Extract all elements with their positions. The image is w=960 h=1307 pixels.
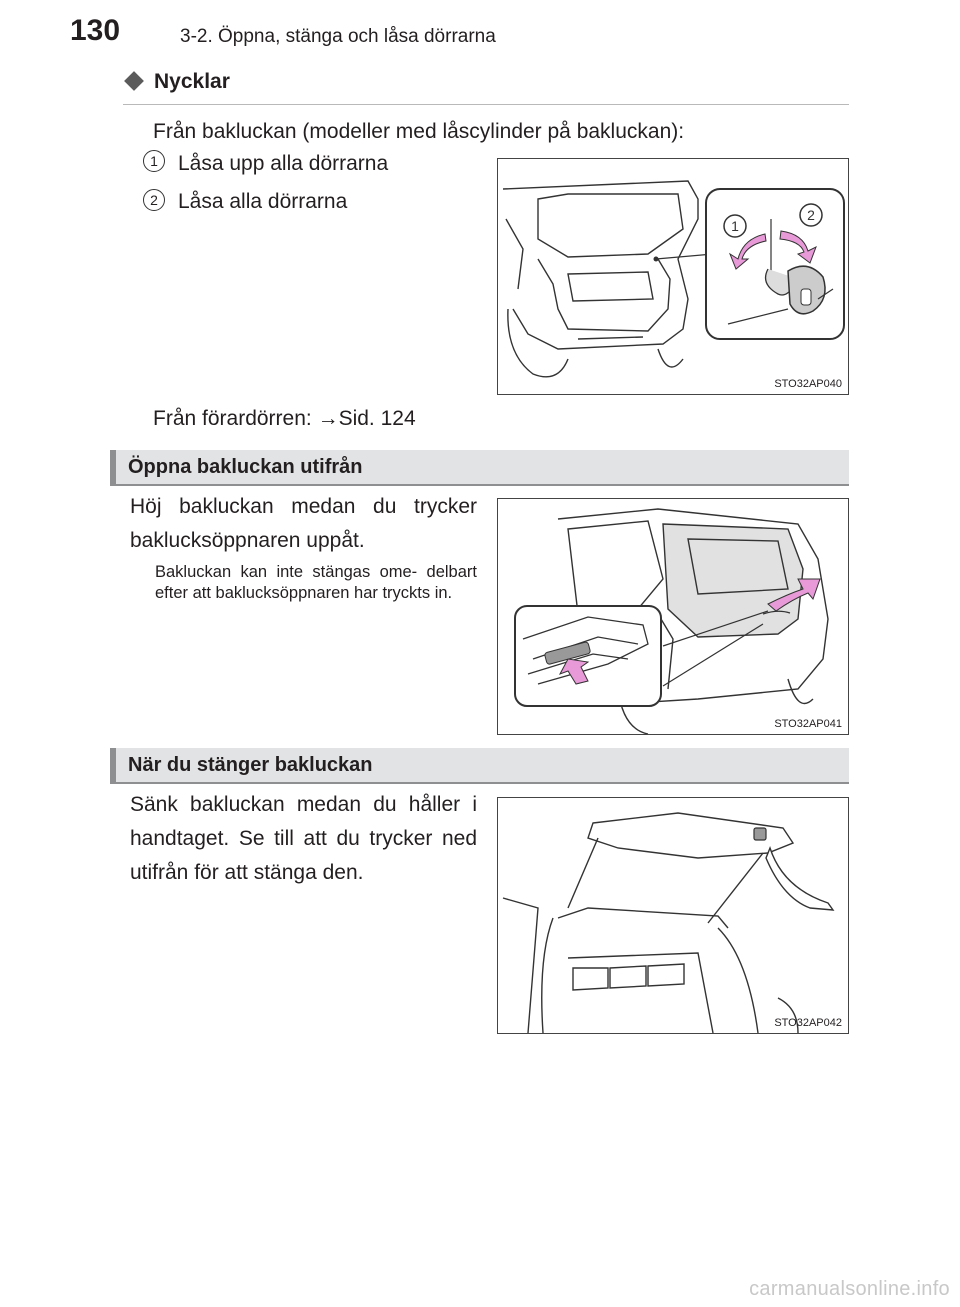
keys-intro: Från bakluckan (modeller med låscylinder… (153, 120, 685, 143)
running-head: 3-2. Öppna, stänga och låsa dörrarna (180, 26, 496, 47)
section-title-close: När du stänger bakluckan (128, 754, 373, 776)
step-1-badge: 1 (143, 150, 165, 172)
figure-close-liftgate: STO32AP042 (497, 797, 849, 1034)
diamond-bullet-icon (124, 71, 144, 91)
step-2-text: Låsa alla dörrarna (178, 190, 348, 213)
svg-text:1: 1 (731, 218, 739, 234)
keys-title: Nycklar (154, 70, 230, 93)
figure-key-lock: 1 2 STO32AP040 (497, 158, 849, 395)
page-number: 130 (70, 14, 121, 47)
liftgate-closing-illustration (502, 812, 835, 1033)
from-driver-door-link[interactable]: Från förardörren: →Sid. 124 (153, 407, 416, 430)
liftgate-opener-illustration (514, 508, 829, 734)
section-title-open: Öppna bakluckan utifrån (128, 456, 363, 478)
section-heading-close: När du stänger bakluckan (110, 748, 849, 784)
car-rear-key-illustration: 1 2 (502, 180, 845, 378)
section-heading-open: Öppna bakluckan utifrån (110, 450, 849, 486)
open-note-text: Bakluckan kan inte stängas ome- delbart … (155, 563, 477, 602)
figure-code: STO32AP042 (774, 1017, 842, 1029)
close-body-text: Sänk bakluckan medan du håller i handtag… (130, 793, 477, 884)
svg-text:2: 2 (807, 207, 815, 223)
figure-code: STO32AP041 (774, 718, 842, 730)
figure-code: STO32AP040 (774, 378, 842, 390)
figure-open-liftgate: STO32AP041 (497, 498, 849, 735)
step-2-badge: 2 (143, 189, 165, 211)
step-1-text: Låsa upp alla dörrarna (178, 152, 389, 175)
watermark: carmanualsonline.info (749, 1278, 950, 1300)
open-body-text: Höj bakluckan medan du trycker baklucksö… (130, 495, 477, 552)
keys-subheading: Nycklar (123, 70, 849, 105)
